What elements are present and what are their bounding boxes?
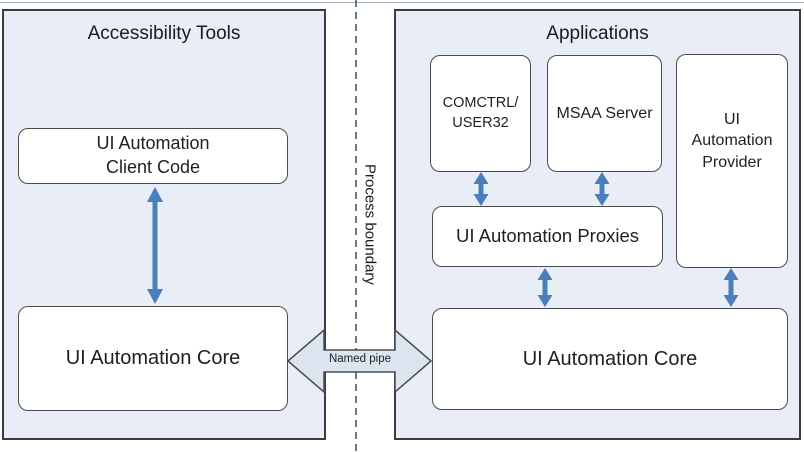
- ui-automation-provider-box: UI Automation Provider: [676, 54, 788, 268]
- left-core-label: UI Automation Core: [65, 347, 241, 370]
- comctrl-label-line1: COMCTRL/: [442, 95, 519, 112]
- client-code-label-line1: UI Automation: [96, 133, 210, 154]
- left-ui-automation-core-box: UI Automation Core: [18, 306, 288, 411]
- msaa-server-box: MSAA Server: [547, 55, 662, 172]
- provider-label-line2: Automation: [691, 132, 773, 150]
- comctrl-user32-box: COMCTRL/ USER32: [430, 55, 531, 172]
- ui-automation-client-code-box: UI Automation Client Code: [18, 128, 288, 184]
- right-ui-automation-core-box: UI Automation Core: [432, 308, 788, 410]
- applications-title: Applications: [546, 23, 649, 44]
- process-boundary-label: Process boundary: [361, 163, 379, 285]
- accessibility-tools-panel: Accessibility Tools UI Automation Client…: [2, 9, 326, 440]
- named-pipe-label: Named pipe: [328, 353, 391, 365]
- msaa-server-label: MSAA Server: [556, 104, 653, 122]
- accessibility-tools-title: Accessibility Tools: [87, 23, 241, 44]
- provider-label-line1: UI: [724, 111, 740, 129]
- ui-automation-proxies-box: UI Automation Proxies: [432, 206, 663, 267]
- comctrl-label-line2: USER32: [452, 114, 509, 131]
- provider-label-line3: Provider: [702, 153, 762, 171]
- client-code-label-line2: Client Code: [105, 157, 201, 177]
- right-core-label: UI Automation Core: [522, 347, 698, 370]
- top-hairline: [0, 2, 804, 3]
- proxies-label: UI Automation Proxies: [455, 225, 640, 247]
- applications-panel: Applications COMCTRL/ USER32 MSAA Server…: [394, 9, 801, 440]
